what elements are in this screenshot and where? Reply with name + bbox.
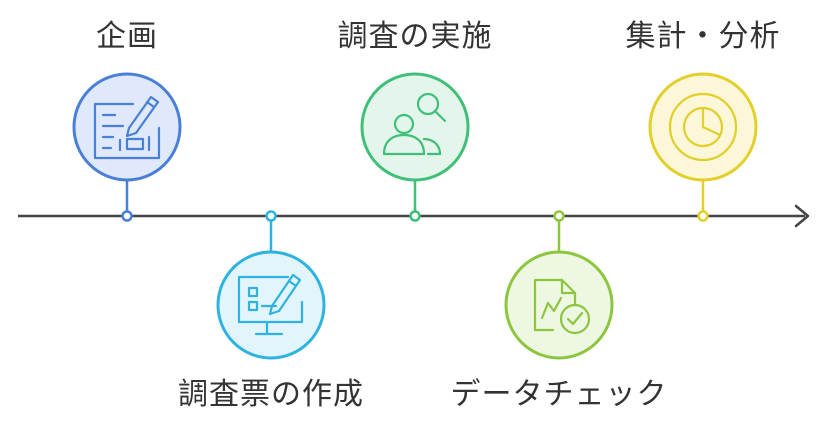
step-marker	[553, 210, 565, 222]
people-search-icon	[382, 92, 447, 156]
step-marker	[121, 210, 133, 222]
step-circle	[504, 250, 614, 360]
step-marker	[409, 210, 421, 222]
step-label-plan: 企画	[96, 19, 158, 54]
step-label-data-check: データチェック	[450, 377, 668, 412]
step-label-questionnaire: 調査票の作成	[178, 377, 364, 412]
step-circle	[360, 72, 470, 182]
step-analysis	[648, 72, 758, 222]
step-data-check	[504, 210, 614, 360]
step-label-analysis: 集計・分析	[625, 19, 781, 54]
pie-chart-icon	[668, 92, 738, 162]
document-chart-check-icon	[533, 278, 591, 335]
plan-board-pencil-icon	[93, 95, 161, 160]
step-plan	[72, 72, 182, 222]
step-survey	[360, 72, 470, 222]
step-circle	[72, 72, 182, 182]
timeline-arrow-head	[794, 204, 810, 228]
step-label-survey: 調査の実施	[337, 19, 493, 54]
step-questionnaire	[216, 210, 326, 360]
monitor-form-pencil-icon	[237, 273, 304, 336]
step-marker	[265, 210, 277, 222]
step-marker	[697, 210, 709, 222]
